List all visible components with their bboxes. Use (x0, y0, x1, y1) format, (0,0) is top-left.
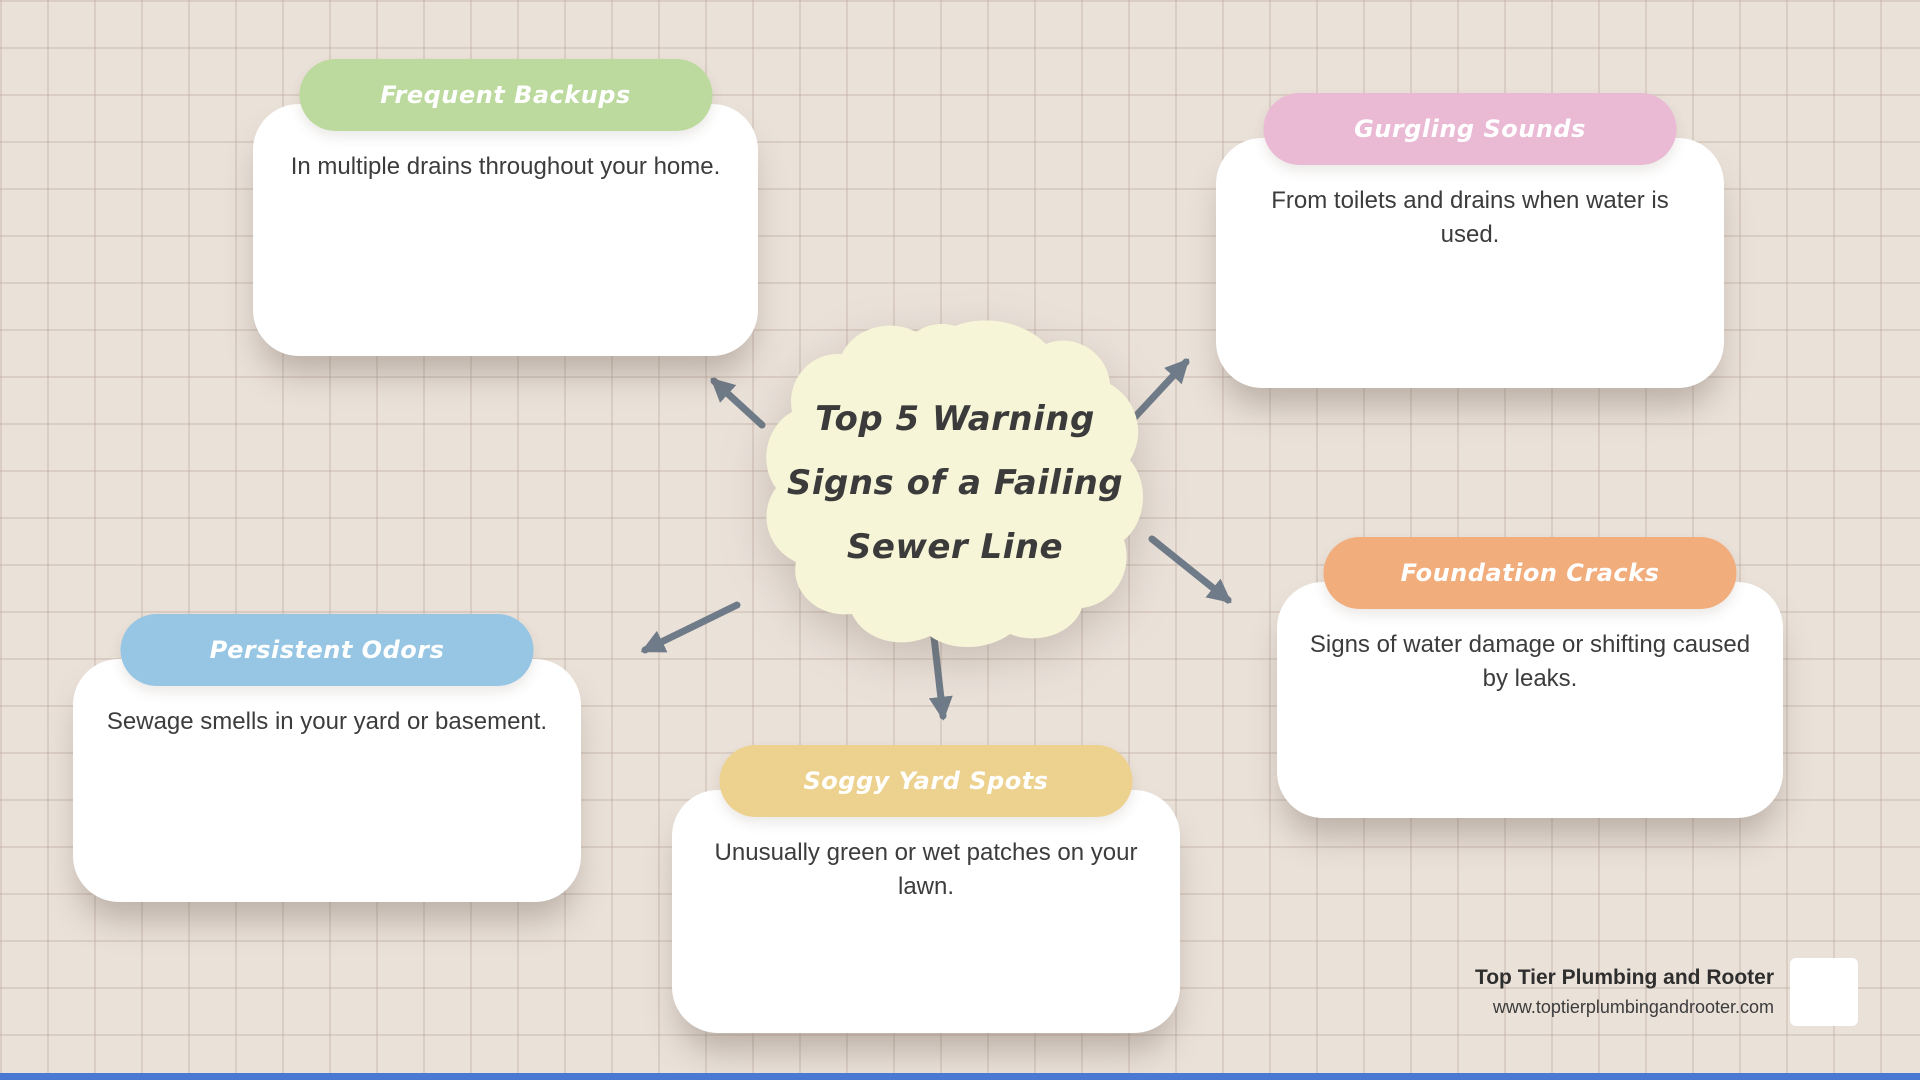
bottom-accent-bar (0, 1073, 1920, 1080)
center-topic: Top 5 Warning Signs of a Failing Sewer L… (752, 318, 1158, 648)
company-name: Top Tier Plumbing and Rooter (1474, 966, 1774, 989)
card-soggy-yard-spots: Soggy Yard Spots Unusually green or wet … (672, 745, 1180, 1033)
arrow-to-persistent-odors-icon (640, 601, 741, 654)
center-title-line: Signs of a Failing (786, 463, 1124, 503)
card-soggy-yard-spots-title-pill: Soggy Yard Spots (719, 745, 1133, 817)
card-persistent-odors: Persistent Odors Sewage smells in your y… (73, 614, 581, 902)
card-frequent-backups-body: In multiple drains throughout your home. (290, 153, 721, 180)
card-frequent-backups-title-pill: Frequent Backups (299, 59, 712, 131)
card-title: Gurgling Sounds (1354, 115, 1586, 143)
center-title-line: Sewer Line (846, 527, 1064, 567)
blob-shape-icon (766, 320, 1143, 648)
card-foundation-cracks-body: Signs of water damage or shifting caused… (1309, 631, 1751, 692)
card-persistent-odors-body: Sewage smells in your yard or basement. (106, 708, 548, 735)
arrow-to-soggy-yard-spots-icon (928, 633, 953, 721)
card-gurgling-sounds-body: From toilets and drains when water is us… (1271, 187, 1669, 248)
card-title: Frequent Backups (380, 81, 631, 109)
center-title-line: Top 5 Warning (815, 399, 1095, 439)
card-foundation-cracks: Foundation Cracks Signs of water damage … (1277, 537, 1783, 818)
card-title: Foundation Cracks (1400, 559, 1660, 587)
card-title: Persistent Odors (209, 636, 445, 664)
card-foundation-cracks-title-pill: Foundation Cracks (1323, 537, 1737, 609)
website-url: www.toptierplumbingandrooter.com (1492, 997, 1774, 1017)
card-title: Soggy Yard Spots (803, 767, 1049, 795)
card-gurgling-sounds-title-pill: Gurgling Sounds (1263, 93, 1677, 165)
card-soggy-yard-spots-body: Unusually green or wet patches on your l… (714, 839, 1138, 900)
footer-text: Top Tier Plumbing and Rooter www.toptier… (1475, 966, 1774, 1018)
logo-placeholder (1790, 958, 1858, 1026)
card-persistent-odors-title-pill: Persistent Odors (120, 614, 534, 686)
arrow-to-foundation-cracks-icon (1148, 535, 1232, 604)
card-frequent-backups: Frequent Backups In multiple drains thro… (253, 59, 758, 356)
footer-brand: Top Tier Plumbing and Rooter www.toptier… (1475, 958, 1858, 1026)
center-title: Top 5 Warning Signs of a Failing Sewer L… (752, 318, 1158, 648)
card-gurgling-sounds: Gurgling Sounds From toilets and drains … (1216, 93, 1724, 388)
